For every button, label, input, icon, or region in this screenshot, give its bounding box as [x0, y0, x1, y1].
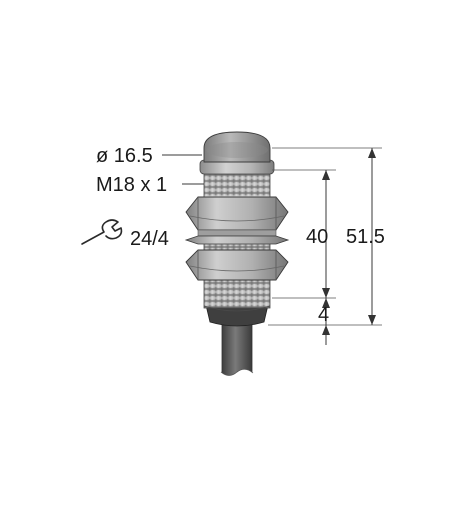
- wrench-icon: [81, 219, 123, 245]
- diameter-label: ø 16.5: [96, 145, 153, 167]
- dimension-lines: [268, 147, 382, 345]
- length-4-label: 4: [318, 304, 329, 326]
- wrench-size-label: 24/4: [130, 228, 169, 250]
- leader-lines: [162, 154, 204, 185]
- length-51-5-label: 51.5: [346, 226, 385, 248]
- length-40-label: 40: [306, 226, 328, 248]
- sensor-cap: [199, 131, 275, 175]
- upper-nut: [184, 196, 290, 245]
- cable: [220, 317, 254, 380]
- thread-label: M18 x 1: [96, 174, 167, 196]
- lower-nut: [185, 249, 289, 281]
